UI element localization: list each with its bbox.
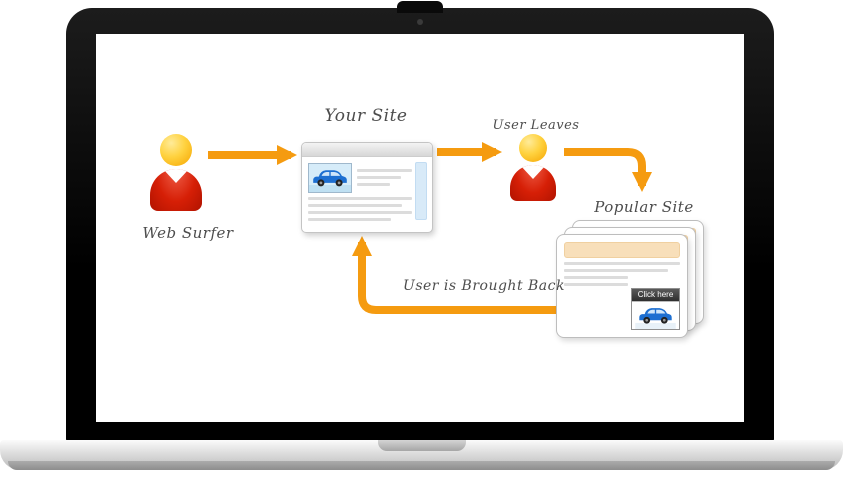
- ad-car-image-icon: [632, 301, 679, 329]
- text-line-placeholders: [357, 163, 412, 193]
- brought-back-edge-label: User is Brought Back: [403, 278, 565, 294]
- popular-site-stack: Click here: [556, 220, 706, 342]
- laptop-base: [0, 440, 843, 470]
- person-head-icon: [160, 134, 192, 166]
- person-torso-icon: [150, 169, 202, 211]
- laptop-screen: Web Surfer Your Site: [96, 34, 744, 422]
- text-line: [357, 183, 390, 186]
- text-line: [564, 276, 628, 279]
- web-surfer-person-icon: [150, 134, 202, 211]
- user-leaves-label: User Leaves: [492, 118, 580, 133]
- scrollbar-strip: [415, 162, 427, 220]
- laptop-latch-indent: [377, 440, 466, 451]
- laptop-bezel: Web Surfer Your Site: [66, 1, 774, 442]
- text-line: [564, 262, 680, 265]
- car-thumbnail-icon: [308, 163, 352, 193]
- text-line: [357, 176, 401, 179]
- person-torso-icon: [510, 165, 556, 201]
- window-titlebar: [302, 143, 432, 157]
- click-here-button: Click here: [632, 289, 679, 301]
- text-line: [564, 269, 669, 272]
- your-site-label: Your Site: [324, 106, 408, 126]
- window-content: [302, 157, 432, 225]
- webcam-icon: [417, 19, 423, 25]
- text-line: [308, 211, 412, 214]
- laptop-hinge-notch: [397, 1, 443, 13]
- your-site-window: [301, 142, 433, 233]
- text-line: [308, 197, 412, 200]
- user-leaves-person-icon: [510, 134, 556, 201]
- page-header-bar: [564, 242, 680, 258]
- popular-site-front-page: Click here: [556, 234, 688, 338]
- retargeting-ad: Click here: [631, 288, 680, 330]
- popular-site-label: Popular Site: [594, 198, 694, 216]
- text-line: [564, 283, 628, 286]
- text-line: [357, 169, 412, 172]
- web-surfer-label: Web Surfer: [142, 224, 234, 242]
- person-head-icon: [519, 134, 547, 162]
- text-line: [308, 218, 392, 221]
- arrow-userleaves-to-popularsite-icon: [564, 148, 652, 192]
- text-line: [308, 204, 402, 207]
